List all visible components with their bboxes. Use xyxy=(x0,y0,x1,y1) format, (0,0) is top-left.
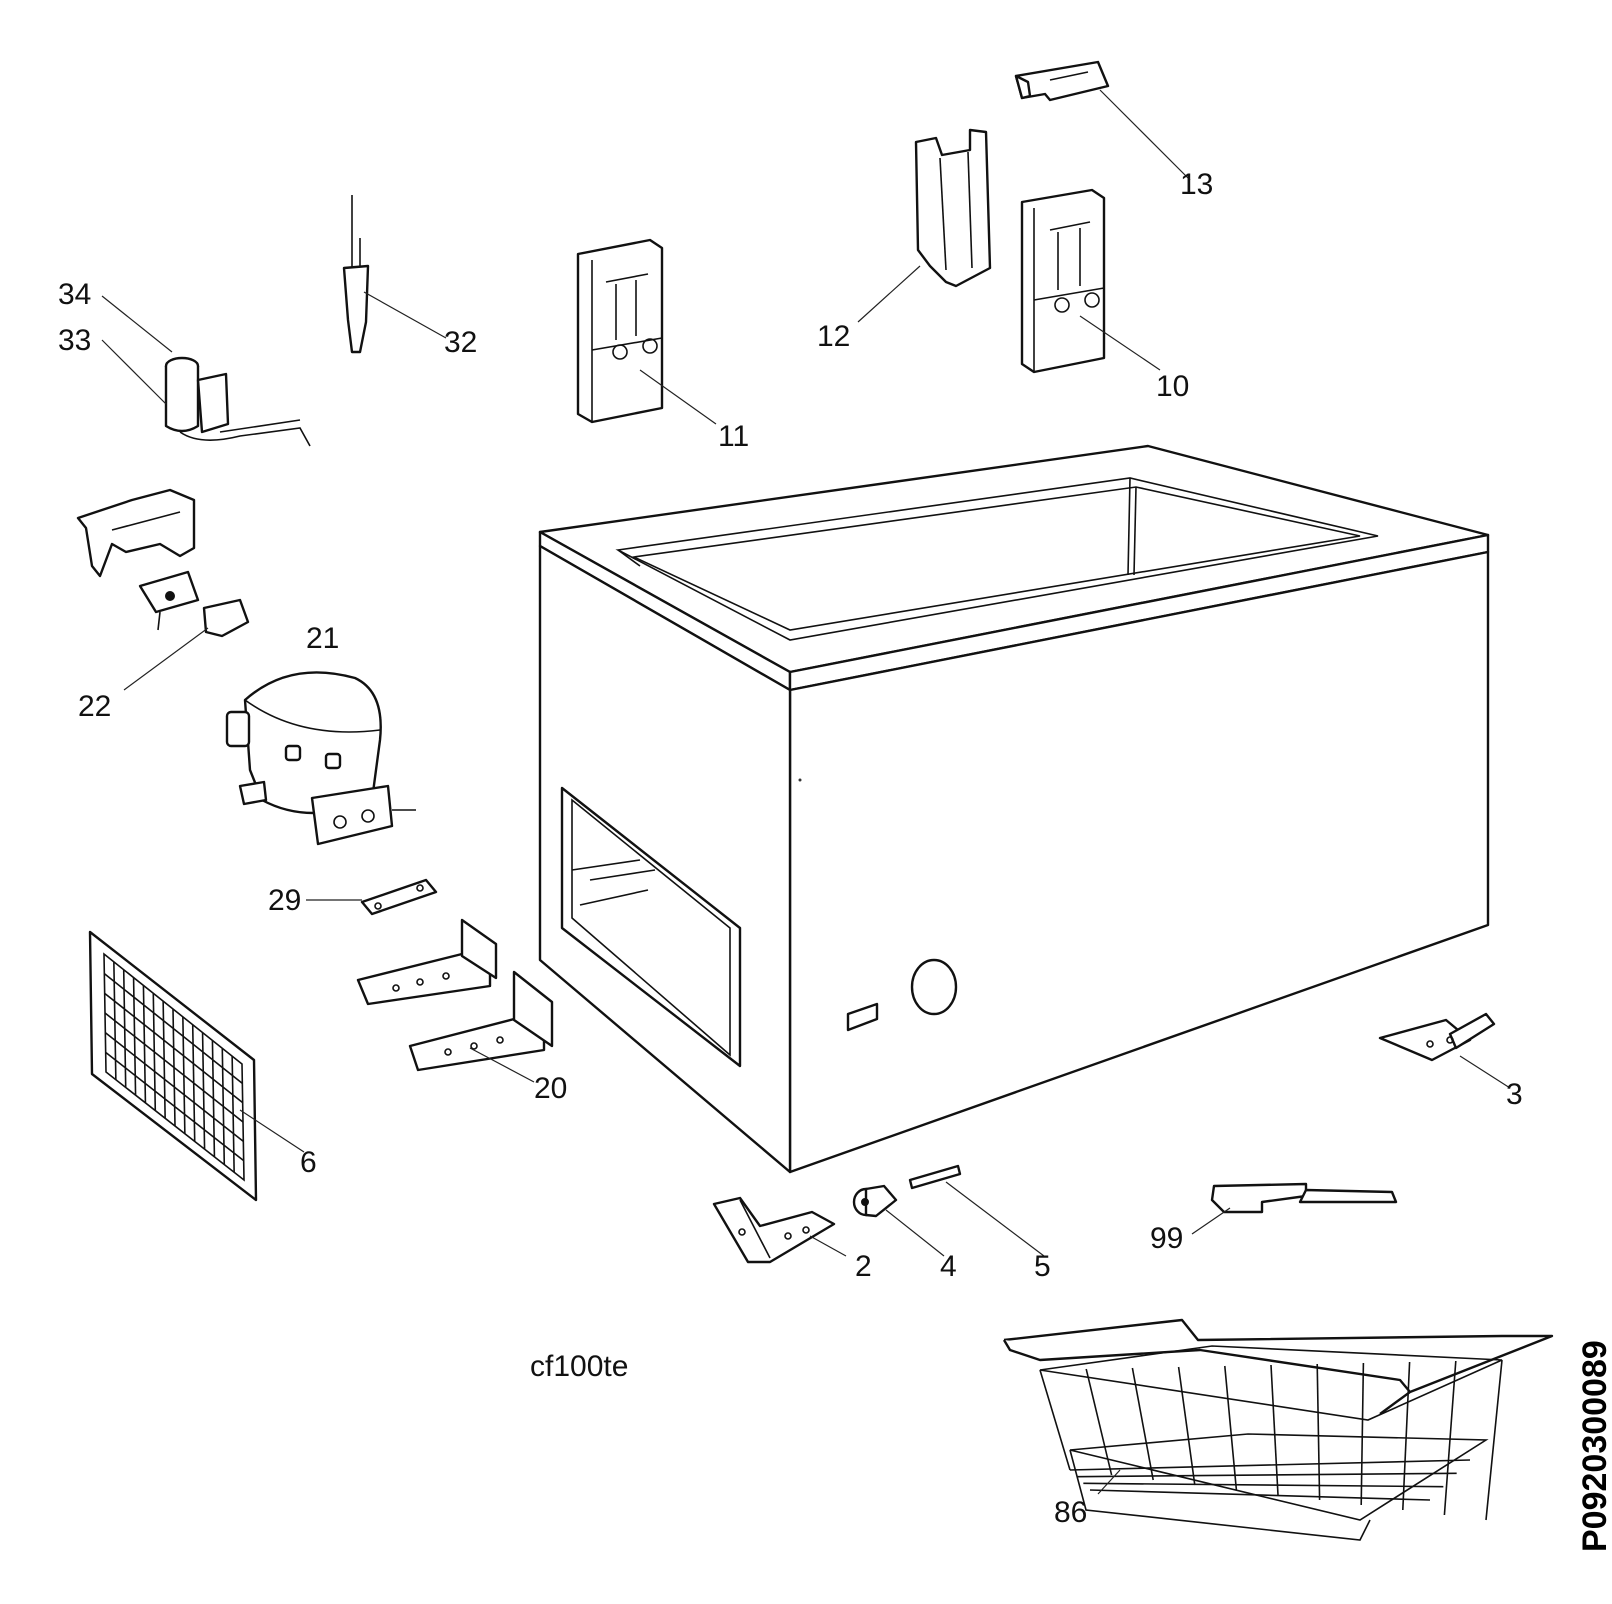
basket-wire xyxy=(1177,1366,1196,1486)
label-part-21: 21 xyxy=(306,622,339,655)
label-part-4: 4 xyxy=(940,1250,957,1283)
label-part-5: 5 xyxy=(1034,1250,1051,1283)
part-99-handle xyxy=(1210,1182,1398,1214)
part-10-hinge-block xyxy=(1020,188,1106,374)
grille-bar xyxy=(104,1032,244,1142)
label-part-3: 3 xyxy=(1506,1078,1523,1111)
part-29-strap xyxy=(360,878,438,916)
basket-floor-wire xyxy=(1083,1482,1444,1488)
part-33-34-capacitor xyxy=(164,356,311,447)
part-12-channel xyxy=(914,128,992,288)
basket-floor-wire xyxy=(1089,1489,1431,1501)
label-part-6: 6 xyxy=(300,1146,317,1179)
part-13-lid-bracket xyxy=(1014,60,1110,102)
part-number-labels: 13 12 10 11 32 34 33 21 22 29 20 6 3 2 4… xyxy=(58,168,1523,1529)
part-5-pin xyxy=(908,1164,962,1190)
basket-wire xyxy=(1443,1360,1457,1516)
label-part-29: 29 xyxy=(268,884,301,917)
drawing-code: P0920300089 xyxy=(1576,1340,1612,1552)
label-part-34: 34 xyxy=(58,278,91,311)
part-6-grille xyxy=(88,930,258,1202)
part-2-hinge xyxy=(712,1196,836,1264)
basket-wire xyxy=(1485,1359,1503,1521)
part-11-hinge-block xyxy=(576,238,664,424)
basket-floor-wire xyxy=(1069,1459,1471,1471)
label-part-12: 12 xyxy=(817,320,850,353)
part-21-compressor xyxy=(225,671,416,846)
leader-lines xyxy=(101,89,1511,1495)
label-part-86: 86 xyxy=(1054,1496,1087,1529)
basket-floor-wire xyxy=(1076,1472,1457,1478)
label-part-13: 13 xyxy=(1180,168,1213,201)
grille-bar xyxy=(104,1012,244,1123)
grille-bar xyxy=(105,1051,245,1162)
part-4-roller xyxy=(852,1184,898,1218)
part-22-relay xyxy=(76,488,250,638)
freezer-cabinet xyxy=(538,444,1490,1174)
label-part-10: 10 xyxy=(1156,370,1189,403)
part-20-mounting-rails xyxy=(356,918,554,1072)
label-part-22: 22 xyxy=(78,690,111,723)
basket-wire xyxy=(1270,1364,1279,1496)
label-part-99: 99 xyxy=(1150,1222,1183,1255)
part-32-sensor-probe xyxy=(342,195,370,354)
label-part-20: 20 xyxy=(534,1072,567,1105)
grille-bar xyxy=(103,973,243,1084)
label-part-32: 32 xyxy=(444,326,477,359)
grille-bar xyxy=(104,992,244,1104)
basket-wire xyxy=(1360,1362,1365,1506)
label-part-11: 11 xyxy=(718,420,749,453)
basket-wire xyxy=(1224,1365,1238,1491)
label-part-2: 2 xyxy=(855,1250,872,1283)
basket-wire xyxy=(1402,1361,1411,1511)
basket-wire xyxy=(1316,1363,1321,1501)
basket-wire xyxy=(1085,1368,1113,1476)
label-part-33: 33 xyxy=(58,324,91,357)
part-3-hinge xyxy=(1378,1012,1496,1062)
basket-wire xyxy=(1039,1369,1071,1471)
part-86-wire-basket xyxy=(1002,1318,1554,1541)
model-caption: cf100te xyxy=(530,1350,628,1383)
basket-wire xyxy=(1131,1367,1154,1481)
